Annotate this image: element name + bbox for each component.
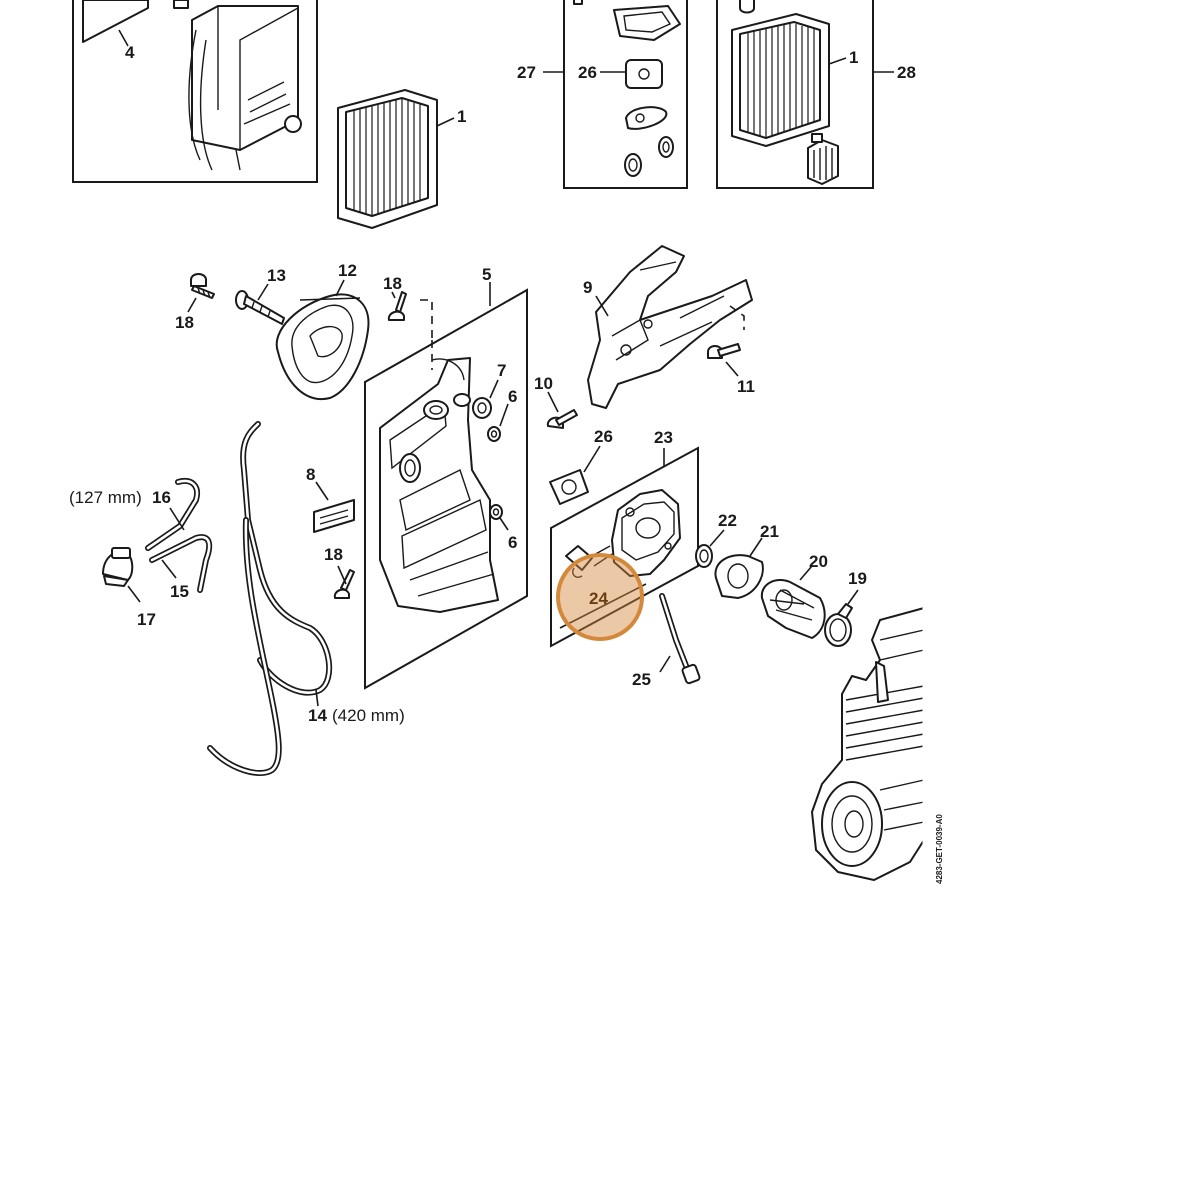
callout-1-right: 1	[849, 48, 858, 67]
hose-25: 25	[632, 593, 701, 689]
callout-18-a: 18	[175, 313, 194, 332]
callout-16: 16	[152, 488, 171, 507]
callout-23: 23	[654, 428, 673, 447]
callout-14: 14	[308, 706, 327, 725]
gasket-kit: 27 26	[517, 0, 688, 189]
screw-11: 11	[707, 343, 755, 396]
hose-14: 14 (420 mm)	[207, 421, 405, 776]
callout-17: 17	[137, 610, 156, 629]
callout-24: 24	[589, 589, 608, 608]
callout-7: 7	[497, 361, 506, 380]
carburetor-23: 23	[550, 428, 699, 648]
callout-9: 9	[583, 278, 592, 297]
plate-8: 8	[306, 465, 355, 533]
callout-18-b: 18	[383, 274, 402, 293]
callout-27: 27	[517, 63, 536, 82]
screw-10: 10	[534, 374, 578, 429]
hose-16-length: (127 mm)	[69, 488, 142, 507]
manifold-20: 20	[760, 552, 828, 639]
callout-6-b: 6	[508, 533, 517, 552]
primer-bulb-17: 17	[102, 547, 156, 629]
callout-25: 25	[632, 670, 651, 689]
engine-block	[811, 604, 926, 881]
o-ring-22: 22	[695, 511, 737, 568]
bushing-7: 7	[472, 361, 506, 419]
callout-18-c: 18	[324, 545, 343, 564]
callout-1-center: 1	[457, 107, 466, 126]
gasket-26: 26	[549, 427, 613, 505]
callout-19: 19	[848, 569, 867, 588]
carb-box-frame-5: 5	[364, 265, 528, 690]
air-filter-kit: 28 1	[716, 0, 916, 189]
air-filter-center: 1	[337, 89, 466, 229]
callout-26: 26	[594, 427, 613, 446]
nut-6-a: 6	[487, 387, 517, 442]
callout-28: 28	[897, 63, 916, 82]
filter-holder-12: 12	[275, 261, 370, 401]
screw-13: 13	[235, 266, 286, 325]
drawing-code: 4283-GET-0039-A0	[935, 814, 944, 884]
callout-6-a: 6	[508, 387, 517, 406]
lever-24	[559, 545, 647, 629]
shroud-group: 4	[72, 0, 318, 183]
callout-22: 22	[718, 511, 737, 530]
bracket-9: 9	[583, 245, 753, 409]
callout-12: 12	[338, 261, 357, 280]
callout-20: 20	[809, 552, 828, 571]
clamp-19: 19	[824, 569, 867, 647]
screw-18-c: 18	[324, 545, 355, 599]
callout-5: 5	[482, 265, 491, 284]
callout-21: 21	[760, 522, 779, 541]
screw-18-b: 18	[383, 274, 433, 340]
callout-11: 11	[737, 377, 755, 396]
callout-10: 10	[534, 374, 553, 393]
callout-4: 4	[125, 43, 135, 62]
callout-26-top: 26	[578, 63, 597, 82]
highlight-24[interactable]: 24	[556, 553, 644, 641]
callout-8: 8	[306, 465, 315, 484]
hose-14-length: (420 mm)	[332, 706, 405, 725]
nut-6-b: 6	[489, 504, 517, 552]
callout-13: 13	[267, 266, 286, 285]
hose-16-15: (127 mm) 16 15	[69, 478, 213, 601]
flange-21: 21	[714, 522, 779, 599]
callout-15: 15	[170, 582, 189, 601]
screw-18-a: 18	[175, 273, 215, 332]
